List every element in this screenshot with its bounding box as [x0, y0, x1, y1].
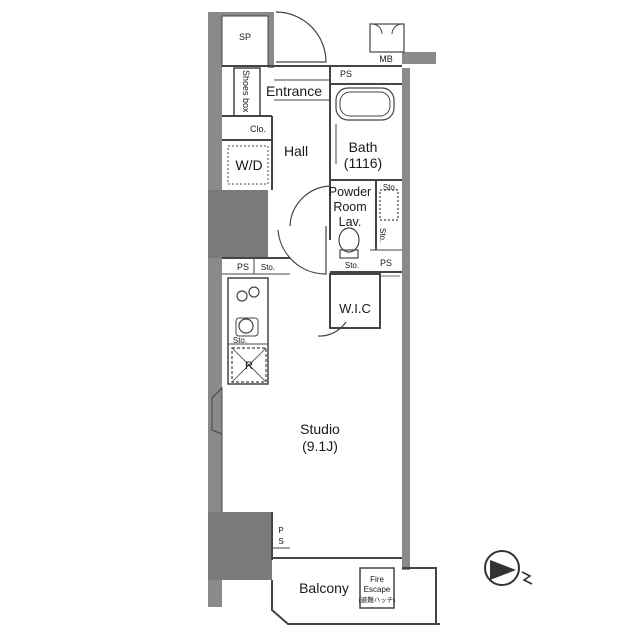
- sto-bath-label: Sto.: [383, 183, 397, 192]
- doors: [211, 11, 405, 435]
- entrance-label: Entrance: [266, 83, 322, 99]
- clo-label: Clo.: [250, 124, 266, 134]
- wic-door: [317, 321, 347, 337]
- entrance-side-wall: [268, 12, 274, 68]
- lav-label: Lav.: [339, 215, 362, 229]
- top-wall-segment: [208, 12, 268, 16]
- walls: [208, 12, 436, 607]
- stove-burner-icon-2: [248, 286, 260, 298]
- bath-size-label: (1116): [344, 155, 382, 171]
- room-labels: SP MB PS Shoes box Entrance Clo. Hall W/…: [233, 32, 397, 604]
- sto-toilet-label: Sto.: [345, 261, 359, 270]
- escape-jp-label: (避難ハッチ): [359, 595, 396, 604]
- shoes-box-label: Shoes box: [241, 70, 251, 113]
- sto-sink-label: Sto.: [233, 336, 247, 345]
- fixtures: [231, 87, 400, 383]
- mb-door-swing-left: [371, 23, 383, 35]
- bathtub-icon: [335, 87, 395, 121]
- right-exterior-wall: [402, 68, 410, 570]
- room-label: Room: [333, 200, 366, 214]
- mb-door-swing-right: [391, 23, 403, 35]
- fridge-icon: [231, 347, 267, 383]
- studio-door: [277, 226, 327, 275]
- wic-label: W.I.C: [339, 301, 371, 316]
- bath-label: Bath: [349, 139, 378, 155]
- escape-label: Escape: [364, 585, 391, 594]
- toilet-icon: [338, 227, 360, 253]
- sink-icon: [238, 318, 254, 334]
- sto-lav-label: Sto.: [378, 228, 387, 242]
- powder-label: Powder: [329, 185, 371, 199]
- balcony-label: Balcony: [299, 580, 349, 596]
- ps-top-label: PS: [340, 69, 352, 79]
- ps-kitchen-label: PS: [237, 262, 249, 272]
- entrance-door: [275, 11, 327, 63]
- sto-kitchen-label: Sto.: [261, 263, 275, 272]
- mb-label: MB: [379, 54, 393, 64]
- hall-to-powder-door: [289, 185, 331, 227]
- north-arrow-icon: [484, 550, 533, 586]
- partitions: [221, 15, 440, 625]
- left-wall-column-upper: [208, 190, 268, 258]
- sp-label: SP: [239, 32, 251, 42]
- left-wall-column-lower: [208, 512, 272, 580]
- ps-bottom-p-label: P: [278, 526, 283, 535]
- hall-label: Hall: [284, 143, 308, 159]
- stove-burner-icon: [236, 290, 248, 302]
- studio-label: Studio: [300, 421, 340, 437]
- top-right-wall: [402, 52, 436, 64]
- wd-label: W/D: [235, 157, 262, 173]
- ps-bottom-s-label: S: [278, 537, 283, 546]
- washbasin-icon: [379, 189, 399, 221]
- fridge-label: R: [245, 360, 253, 372]
- left-exterior-wall: [208, 12, 222, 607]
- studio-size-label: (9.1J): [302, 438, 338, 454]
- kitchen-window: [211, 386, 223, 435]
- mb-door-box: [369, 23, 405, 53]
- fire-label: Fire: [370, 575, 384, 584]
- ps-right-label: PS: [380, 258, 392, 268]
